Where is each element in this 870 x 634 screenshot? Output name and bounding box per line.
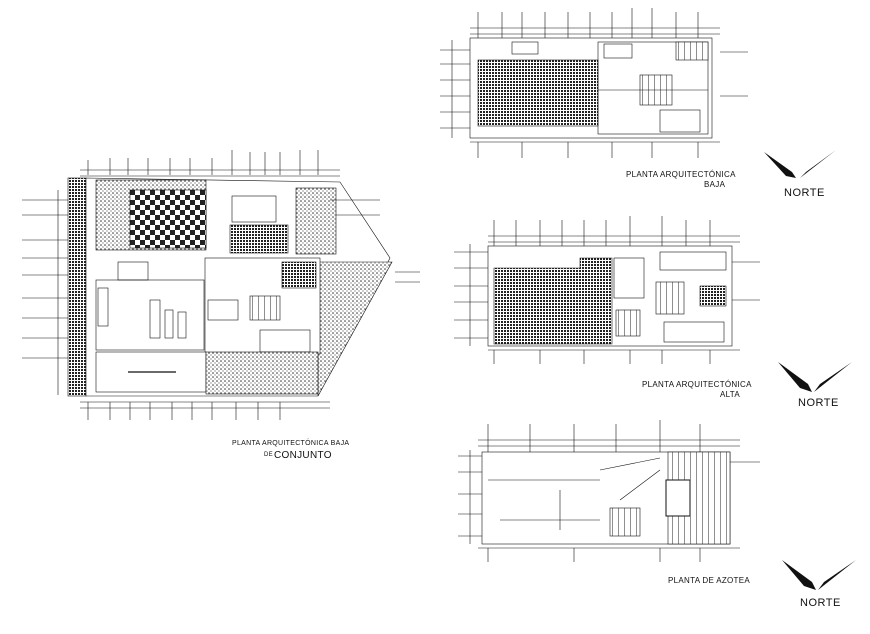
- conjunto-bottom-axes: [80, 401, 330, 420]
- alta-title-line2: ALTA: [720, 390, 741, 399]
- north-arrow-alta: [778, 362, 852, 392]
- azotea-title-line1: PLANTA DE AZOTEA: [668, 576, 751, 585]
- azotea-left-axes: [458, 450, 482, 544]
- alta-top-axes: [488, 216, 740, 246]
- conjunto-top-axes: [80, 150, 340, 177]
- plan-conjunto: [22, 150, 420, 420]
- baja-title-line2: BAJA: [704, 180, 726, 189]
- baja-title-line1: PLANTA ARQUITECTÓNICA: [626, 170, 736, 179]
- north-arrow-azotea: [782, 560, 856, 590]
- baja-bottom-axes: [470, 141, 720, 158]
- azotea-north-label: NORTE: [800, 597, 841, 609]
- alta-left-axes: [454, 244, 488, 346]
- baja-top-axes: [470, 8, 720, 38]
- baja-left-axes: [440, 40, 470, 138]
- alta-title-line1: PLANTA ARQUITECTÓNICA: [642, 380, 752, 389]
- alta-north-label: NORTE: [798, 397, 839, 409]
- conjunto-title-line1: PLANTA ARQUITECTÓNICA BAJA: [232, 440, 350, 447]
- baja-north-label: NORTE: [784, 187, 825, 199]
- conjunto-title-prefix: DE: [264, 452, 273, 458]
- north-arrow-baja: [764, 150, 836, 178]
- azotea-bottom-axes: [478, 547, 740, 562]
- conjunto-title-main: CONJUNTO: [274, 450, 332, 461]
- plan-baja: [440, 8, 748, 158]
- azotea-top-axes: [478, 420, 740, 452]
- plan-alta: [454, 216, 760, 364]
- plan-azotea: [458, 420, 760, 562]
- alta-bottom-axes: [488, 349, 740, 364]
- conjunto-left-axes: [22, 190, 70, 395]
